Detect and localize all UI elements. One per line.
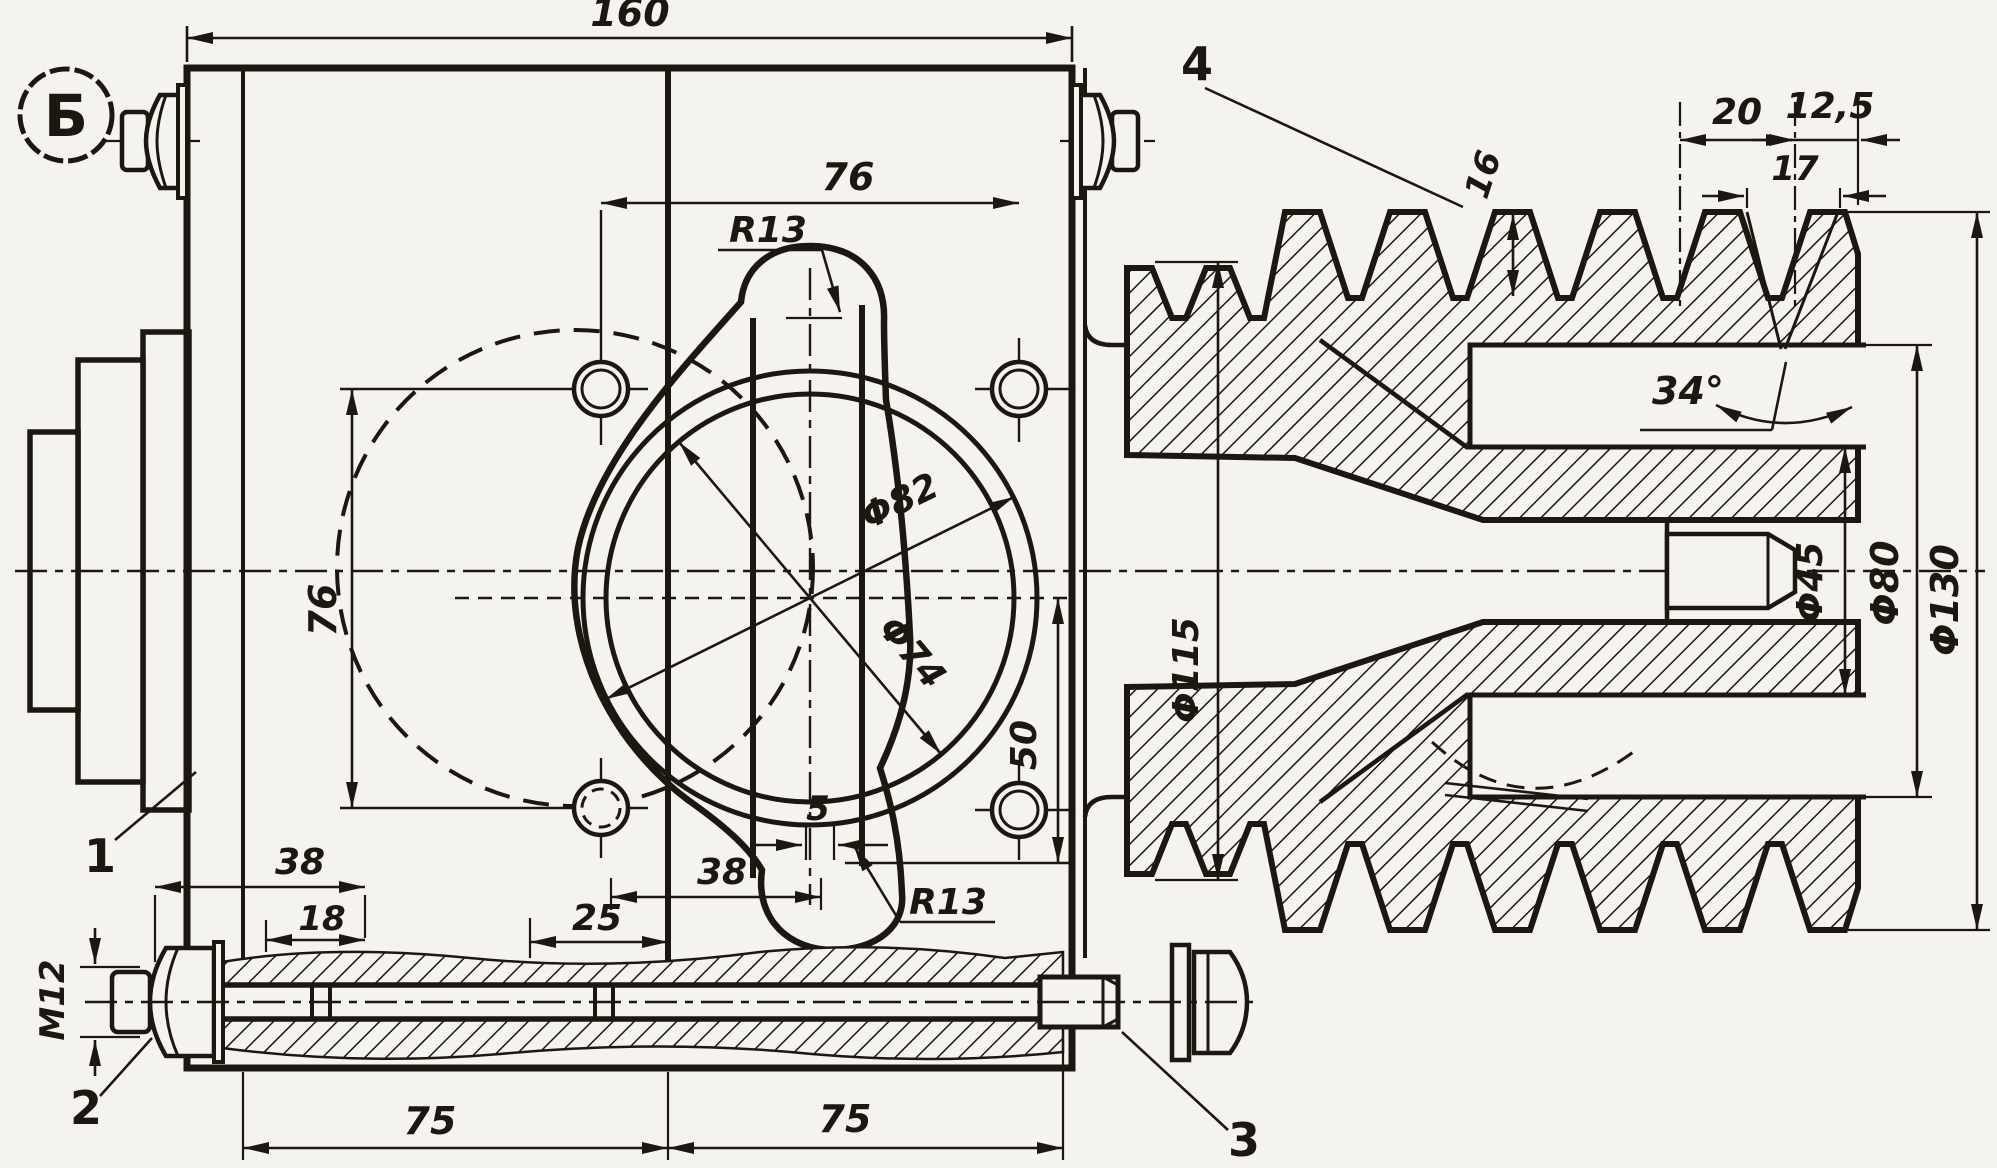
dim-38-mid (609, 878, 823, 910)
dim-76-top-label: 76 (822, 155, 875, 199)
dim-50-label: 50 (1004, 720, 1045, 770)
part-number-labels: 1 2 3 4 (70, 37, 1260, 1167)
dim-34deg-label: 34° (1652, 369, 1724, 413)
dim-75s (241, 1040, 1065, 1160)
liner-bores (335, 328, 1040, 828)
view-marker: Б (17, 66, 115, 164)
dim-d115 (1155, 260, 1238, 882)
dim-r13-bottom-label: R13 (909, 882, 987, 923)
part-2-label: 2 (70, 1081, 102, 1135)
dim-34deg (1640, 211, 1853, 432)
dim-5-label: 5 (806, 789, 830, 829)
dim-75-left-label: 75 (404, 1099, 457, 1143)
dimensions (80, 26, 1990, 1160)
bolt-holes (571, 359, 1049, 840)
dim-25-label: 25 (572, 898, 622, 939)
dim-12-5 (1752, 96, 1900, 205)
part-1-label: 1 (84, 829, 116, 883)
upper-wall-section (220, 945, 1065, 987)
dim-20-label: 20 (1712, 92, 1762, 133)
dim-17-label: 17 (1771, 149, 1819, 189)
dim-d45-label: Φ45 (1790, 542, 1831, 623)
dim-18-label: 18 (298, 899, 345, 939)
part-3-label: 3 (1228, 1113, 1260, 1167)
dim-r13-bottom (852, 845, 995, 924)
dim-5 (752, 824, 888, 860)
dim-r13-top-label: R13 (729, 210, 807, 251)
dim-12-5-label: 12,5 (1786, 86, 1875, 127)
dim-d74 (678, 441, 942, 755)
dim-d80 (1862, 343, 1932, 799)
top-bolt-right (1060, 83, 1155, 200)
hub-recess-lower (1467, 692, 1866, 800)
shaft-assembly-section (85, 940, 1260, 1064)
housing-front-view (183, 64, 1087, 1072)
dim-16-label: 16 (1457, 146, 1510, 203)
part-leaders (99, 86, 1464, 1131)
dim-m12-label: M12 (33, 959, 73, 1040)
dim-38-mid-label: 38 (697, 852, 747, 893)
pulley-section (1082, 209, 1866, 933)
dim-d130 (1848, 210, 1990, 932)
dim-d80-label: Φ80 (1863, 540, 1907, 625)
top-bolt-left (105, 83, 200, 200)
lower-wall-section (220, 1017, 1065, 1061)
dim-25 (528, 918, 668, 958)
dimension-labels: 160 76 R13 76 Φ82 Φ74 50 5 38 25 R13 38 … (33, 0, 1967, 1143)
dim-r13-top (718, 248, 842, 320)
dim-50 (845, 598, 1070, 865)
crank-nose (1664, 523, 1798, 619)
dim-160-label: 160 (590, 0, 669, 35)
dim-38-left-label: 38 (275, 842, 325, 883)
dim-m12 (80, 928, 140, 1076)
dim-17 (1702, 188, 1886, 208)
left-boss (27, 329, 192, 813)
part-4-label: 4 (1181, 37, 1213, 91)
dim-160 (185, 26, 1074, 62)
dim-18 (264, 920, 365, 952)
dim-75-right-label: 75 (819, 1097, 872, 1141)
dim-76-left-label: 76 (301, 584, 345, 637)
dim-d115-label: Φ115 (1166, 617, 1207, 723)
view-marker-label: Б (44, 82, 88, 150)
dim-38-left (153, 881, 367, 962)
dim-d130-label: Φ130 (1923, 544, 1967, 656)
